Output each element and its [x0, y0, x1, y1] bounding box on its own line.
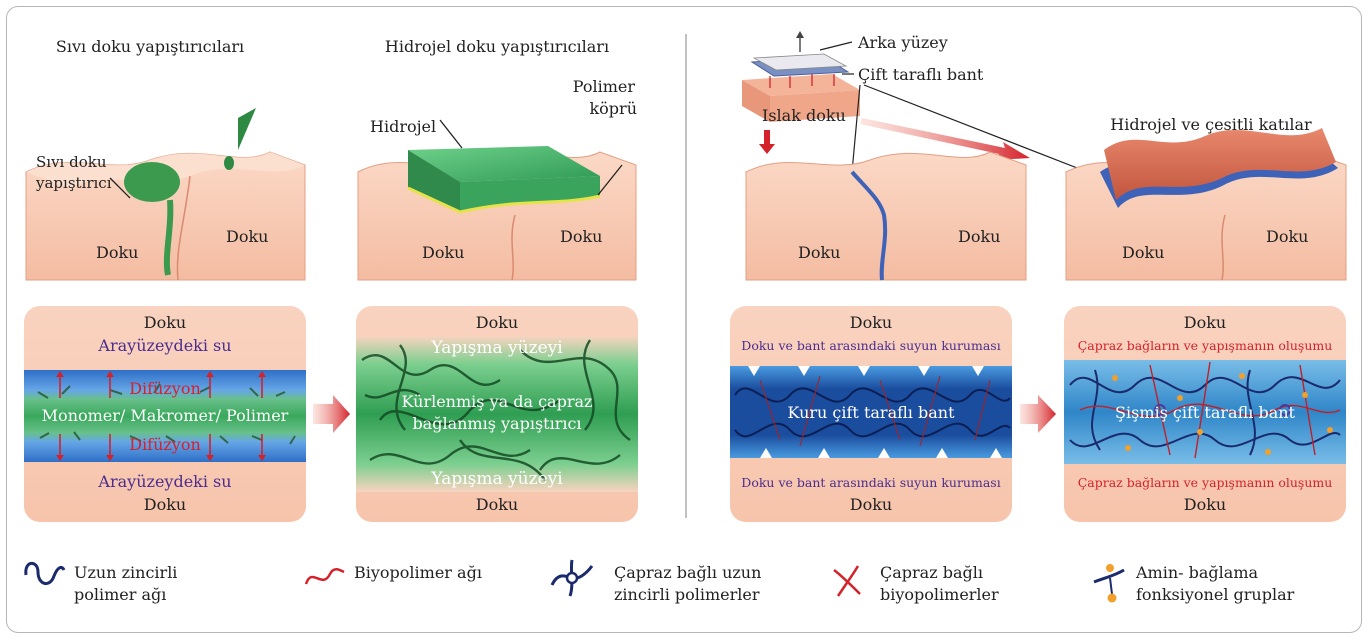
panel1-tissue-right: Doku: [226, 227, 268, 246]
panel2-hydrogel: [408, 146, 600, 212]
legend-item-5-line1: Amin- bağlama: [1135, 563, 1258, 582]
panel3-double-tape: Çift taraflı bant: [858, 65, 984, 84]
panel2-surface-bottom: Yapışma yüzeyi: [430, 469, 563, 489]
panel3-box-bottom: Doku: [850, 495, 892, 514]
panel2-polymer-label: Polimer: [573, 77, 636, 96]
panel3-tissue-block: [746, 152, 1026, 280]
panel1-tissue-left: Doku: [96, 243, 138, 262]
legend-item-4-line2: biyopolimerler: [880, 585, 999, 604]
amine-binding-icon: [1094, 564, 1124, 603]
panel1-box-top: Doku: [144, 313, 186, 332]
panel3-middle: Kuru çift taraflı bant: [787, 403, 955, 422]
panel4-crosslink-bottom: Çapraz bağların ve yapışmanın oluşumu: [1078, 475, 1333, 490]
panel1-adhesive-label: Sıvı doku: [36, 153, 107, 171]
panel2-middle-2: bağlanmış yapıştırıcı: [412, 414, 581, 433]
legend-item-3-line2: zincirli polimerler: [614, 585, 760, 604]
panel2-tissue-right: Doku: [560, 227, 602, 246]
arrow-right-icon-3: [1020, 395, 1056, 433]
legend-item-1-line2: polimer ağı: [74, 585, 166, 604]
panel3-wet-tissue: Islak doku: [762, 106, 846, 125]
crosslinked-biopolymer-icon: [834, 566, 860, 596]
panel4-box-top: Doku: [1184, 313, 1226, 332]
panel3-drying-bottom: Doku ve bant arasındaki suyun kuruması: [741, 475, 1000, 490]
panel1-middle: Monomer/ Makromer/ Polimer: [42, 406, 289, 425]
legend-item-3-line1: Çapraz bağlı uzun: [614, 563, 761, 582]
panel1-diffusion-top: Difüzyon: [129, 379, 201, 398]
panel2-box-top: Doku: [476, 313, 518, 332]
legend-item-1-line1: Uzun zincirli: [74, 563, 177, 582]
panel1-water-top: Arayüzeydeki su: [97, 336, 231, 355]
panel1-diffusion-bottom: Difüzyon: [129, 435, 201, 454]
panel1-adhesive-label-2: yapıştırıcı: [35, 174, 112, 192]
legend-item-4-line1: Çapraz bağlı: [880, 563, 983, 582]
panel3-box-top: Doku: [850, 313, 892, 332]
panel1-box-bottom: Doku: [144, 495, 186, 514]
biopolymer-network-icon: [306, 569, 344, 584]
legend-item-2-line1: Biyopolimer ağı: [354, 563, 482, 582]
arrow-right-icon: [313, 395, 350, 433]
crosslinked-long-chain-icon: [552, 560, 592, 596]
panel3-tissue-right: Doku: [958, 227, 1000, 246]
panel1-water-bottom: Arayüzeydeki su: [97, 472, 231, 491]
arrow-down-icon: [759, 130, 775, 154]
legend: Uzun zincirli polimer ağı Biyopolimer ağ…: [26, 560, 1295, 604]
legend-item-5-line2: fonksiyonel gruplar: [1136, 585, 1295, 604]
panel4-title: Hidrojel ve çeşitli katılar: [1110, 115, 1312, 134]
long-chain-polymer-icon: [26, 563, 64, 583]
panel4-box-bottom: Doku: [1184, 495, 1226, 514]
panel3-drying-top: Doku ve bant arasındaki suyun kuruması: [741, 338, 1000, 353]
panel2-hydrogel-label: Hidrojel: [370, 117, 436, 136]
panel2-title: Hidrojel doku yapıştırıcıları: [385, 37, 609, 56]
panel2-middle-1: Kürlenmiş ya da çapraz: [402, 392, 593, 411]
panel4-tissue-left: Doku: [1122, 243, 1164, 262]
panel4-middle: Şişmiş çift taraflı bant: [1115, 403, 1296, 422]
panel4-tissue-right: Doku: [1266, 227, 1308, 246]
panel1-title: Sıvı doku yapıştırıcıları: [56, 37, 244, 56]
panel3-tissue-left: Doku: [798, 243, 840, 262]
arrow-right-icon-2: [860, 118, 1030, 160]
panel4-crosslink-top: Çapraz bağların ve yapışmanın oluşumu: [1078, 338, 1333, 353]
panel2-polymer-label-2: köprü: [589, 99, 637, 118]
panel2-tissue-left: Doku: [422, 243, 464, 262]
panel2-box-bottom: Doku: [476, 495, 518, 514]
panel2-surface-top: Yapışma yüzeyi: [430, 338, 563, 358]
panel3-back-surface: Arka yüzey: [857, 33, 948, 52]
